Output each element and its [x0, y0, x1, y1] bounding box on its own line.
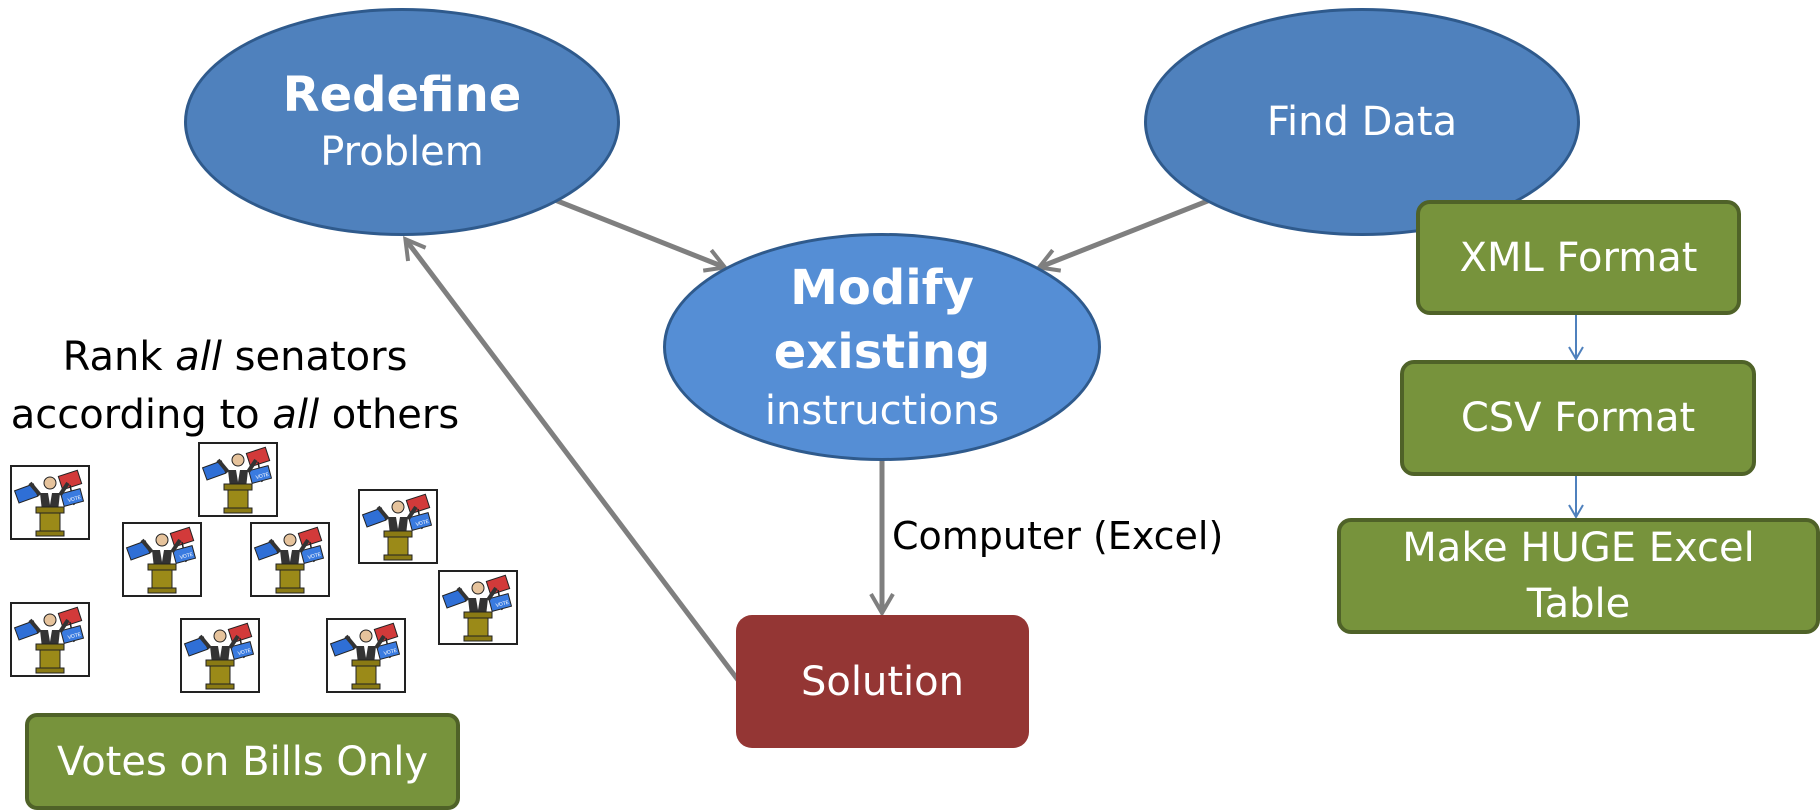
- find-data-label: Find Data: [1266, 99, 1458, 145]
- rank-line-2: according to all others: [10, 392, 460, 438]
- svg-text:VOTE: VOTE: [495, 600, 510, 609]
- senator-podium-icon: VOTE: [250, 522, 330, 597]
- instructions-label: instructions: [764, 388, 1000, 434]
- xml-format-box: XML Format: [1416, 200, 1741, 315]
- svg-text:VOTE: VOTE: [179, 552, 194, 561]
- votes-on-bills-box: Votes on Bills Only: [25, 713, 460, 810]
- emphasis-all: all: [175, 334, 222, 380]
- problem-label: Problem: [320, 129, 484, 175]
- svg-text:VOTE: VOTE: [237, 648, 252, 657]
- redefine-problem-node: Redefine Problem: [184, 8, 620, 236]
- arrow-solution-to-redefine: [402, 236, 740, 682]
- senator-podium-icon: VOTE: [122, 522, 202, 597]
- solution-node: Solution: [736, 615, 1029, 748]
- senator-podium-icon: VOTE: [358, 489, 438, 564]
- csv-format-box: CSV Format: [1400, 360, 1756, 476]
- existing-label: existing: [773, 324, 991, 380]
- redefine-label: Redefine: [282, 67, 522, 123]
- senator-podium-icon: VOTE: [180, 618, 260, 693]
- svg-text:VOTE: VOTE: [255, 472, 270, 481]
- senator-podium-icon: VOTE: [198, 442, 278, 517]
- arrow-finddata-to-modify: [1035, 197, 1211, 273]
- xml-format-label: XML Format: [1459, 234, 1698, 281]
- find-data-node: Find Data: [1144, 8, 1580, 236]
- excel-table-box: Make HUGE Excel Table: [1337, 518, 1820, 634]
- excel-table-line2: Table: [1526, 581, 1631, 627]
- senator-podium-icon: VOTE: [10, 465, 90, 540]
- senator-podium-icon: VOTE: [438, 570, 518, 645]
- svg-text:VOTE: VOTE: [415, 519, 430, 528]
- svg-text:VOTE: VOTE: [67, 632, 82, 641]
- modify-label: Modify: [790, 260, 974, 316]
- rank-line-1: Rank all senators: [62, 334, 408, 380]
- svg-text:VOTE: VOTE: [307, 552, 322, 561]
- senator-podium-icon: VOTE: [326, 618, 406, 693]
- senator-podium-icon: VOTE: [10, 602, 90, 677]
- computer-excel-label: Computer (Excel): [892, 514, 1224, 558]
- solution-label: Solution: [801, 658, 964, 705]
- svg-text:VOTE: VOTE: [383, 648, 398, 657]
- excel-table-line1: Make HUGE Excel: [1402, 525, 1755, 571]
- votes-on-bills-label: Votes on Bills Only: [56, 738, 429, 785]
- arrow-redefine-to-modify: [554, 197, 729, 273]
- svg-text:VOTE: VOTE: [67, 495, 82, 504]
- rank-senators-text: Rank all senators according to all other…: [0, 328, 470, 444]
- csv-format-label: CSV Format: [1460, 395, 1696, 441]
- modify-instructions-node: Modify existing instructions: [663, 233, 1101, 461]
- emphasis-all: all: [272, 392, 320, 438]
